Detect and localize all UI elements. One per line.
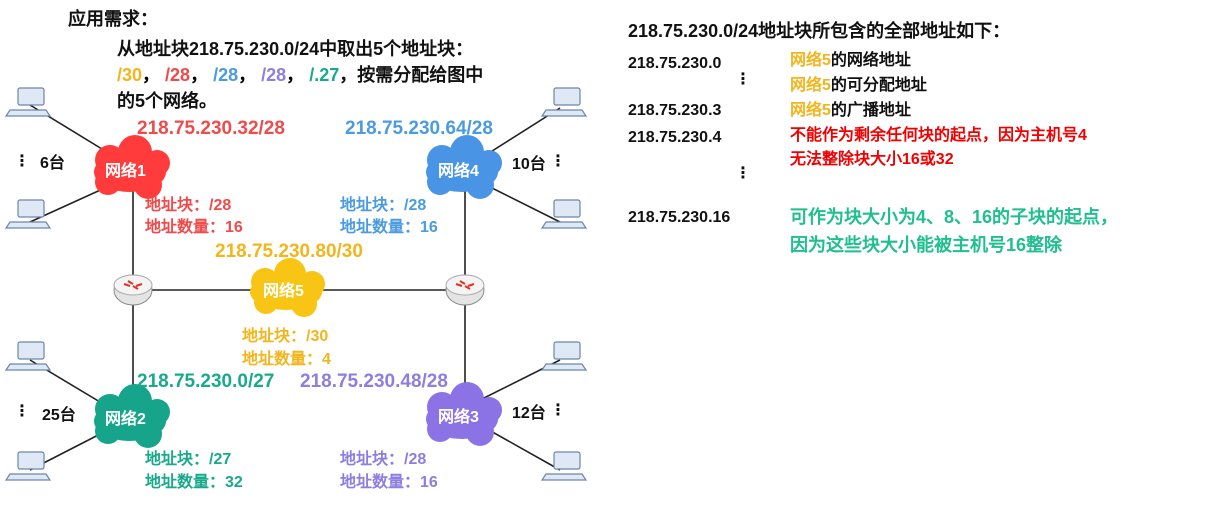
net4-prefix: 218.75.230.64/28 [345,118,493,139]
net5-label: 网络5 [790,52,831,69]
router-left-icon [113,274,153,306]
net3-name: 网络3 [438,409,479,426]
net2-vdots: ⋮ [14,403,30,420]
cloud-net4-icon [426,135,502,199]
net3-block: 地址块：/28 [340,451,427,468]
row3-desc: 网络5的广播地址 [790,102,911,119]
net5-prefix: 218.75.230.80/30 [215,241,363,262]
cloud-net5-icon [250,258,325,317]
sep: ， [190,65,209,85]
net1-prefix: 218.75.230.32/28 [137,118,285,139]
net2-hosts: 25台 [42,407,76,424]
size-4: /28 [261,65,287,85]
row5-desc2: 因为这些块大小能被主机号16整除 [790,235,1063,255]
net4-block: 地址块：/28 [340,197,427,214]
net4-vdots: ⋮ [550,153,566,170]
row5-desc1: 可作为块大小为4、8、16的子块的起点， [790,207,1119,227]
cloud-net3-icon [426,382,502,446]
size-5: /.27 [309,65,340,85]
row4-addr: 218.75.230.4 [628,129,722,146]
cloud-net2-icon [94,384,170,448]
sep: ， [142,65,161,85]
net2-block: 地址块：/27 [145,451,232,468]
net3-count: 地址数量：16 [340,474,438,491]
net3-prefix: 218.75.230.48/28 [300,371,448,392]
requirement-title: 应用需求： [68,9,158,29]
row3-addr: 218.75.230.3 [628,102,722,119]
net1-count: 地址数量：16 [145,219,243,236]
sep: ， [286,65,305,85]
row4-desc2: 无法整除块大小16或32 [790,151,954,168]
router-right-icon [445,274,485,306]
row2-desc: 网络5的可分配地址 [790,77,927,94]
net2-name: 网络2 [105,411,146,428]
net5-label: 网络5 [790,77,831,94]
cloud-net1-icon [94,135,170,199]
size-3: /28 [213,65,239,85]
requirement-line3: 的5个网络。 [117,91,218,111]
row4-vdots: ⋮ [735,165,751,182]
laptop-icon [4,87,588,481]
row1-desc: 网络5的网络地址 [790,52,911,69]
net3-hosts: 12台 [512,405,546,422]
net1-hosts: 6台 [40,155,65,172]
net5-label: 网络5 [790,102,831,119]
net3-vdots: ⋮ [550,402,566,419]
net1-block: 地址块：/28 [145,197,232,214]
net2-count: 地址数量：32 [145,474,243,491]
row2-vdots: ⋮ [735,71,751,88]
sep: ， [238,65,257,85]
net1-name: 网络1 [105,163,146,180]
size-1: /30 [117,65,143,85]
net1-vdots: ⋮ [14,153,30,170]
requirement-line2-tail: ，按需分配给图中 [339,65,484,85]
net4-count: 地址数量：16 [340,219,438,236]
net2-prefix: 218.75.230.0/27 [137,371,275,392]
row4-desc1: 不能作为剩余任何块的起点，因为主机号4 [790,127,1087,144]
net5-name: 网络5 [263,283,304,300]
net4-hosts: 10台 [512,156,546,173]
row1-addr: 218.75.230.0 [628,55,722,72]
row5-addr: 218.75.230.16 [628,209,731,226]
net5-block: 地址块：/30 [242,328,329,345]
requirement-line1: 从地址块218.75.230.0/24中取出5个地址块： [117,39,474,59]
requirement-line2: /30， /28， /28， /28， /.27，按需分配给图中 [117,64,483,86]
size-2: /28 [165,65,191,85]
net4-name: 网络4 [438,163,479,180]
address-list-title: 218.75.230.0/24地址块所包含的全部地址如下： [628,21,1011,41]
net5-count: 地址数量：4 [242,351,331,368]
